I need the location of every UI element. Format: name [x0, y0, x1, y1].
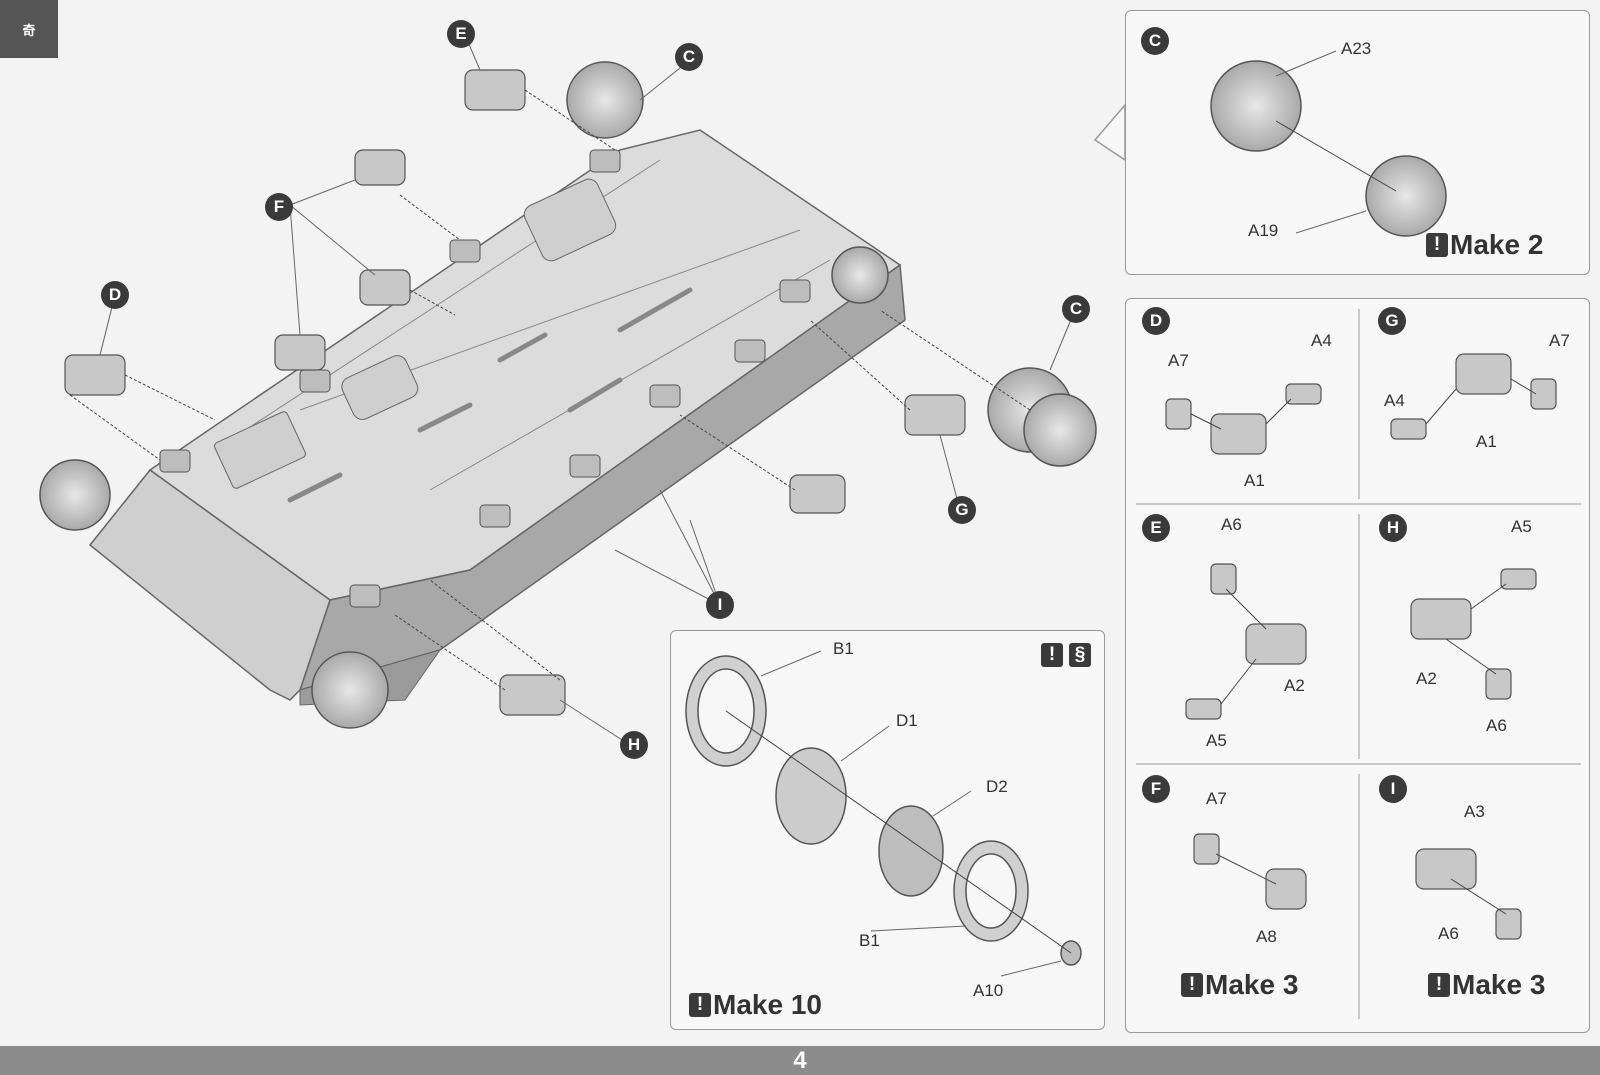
- wheel-part-b1-inner: B1: [859, 931, 880, 950]
- cell-f-part-a7: A7: [1206, 789, 1227, 808]
- cell-h-part-a2: A2: [1416, 669, 1437, 688]
- panel-road-wheel: B1 D1 D2 B1 A10 ! § ! Make 10: [670, 630, 1105, 1030]
- callout-f: F: [265, 193, 293, 221]
- panel-c: C A23 A19 ! Make 2: [1125, 10, 1590, 275]
- wheel-part-d2: D2: [986, 777, 1008, 796]
- callout-g: G: [948, 496, 976, 524]
- cell-e-part-a6: A6: [1221, 515, 1242, 534]
- panel-c-callout: C: [1141, 27, 1169, 55]
- exclamation-icon: !: [1428, 973, 1450, 997]
- sprocket-exploded: [987, 367, 1097, 467]
- cell-d-part-a7: A7: [1168, 351, 1189, 370]
- cell-i-callout: I: [1379, 775, 1407, 803]
- watermark-logo: 奇: [0, 0, 58, 58]
- exclamation-icon: !: [1426, 233, 1448, 257]
- callout-i: I: [706, 591, 734, 619]
- cell-g-callout: G: [1378, 307, 1406, 335]
- wheel-part-d1: D1: [896, 711, 918, 730]
- exclamation-icon: !: [1041, 643, 1063, 667]
- cell-f-callout: F: [1142, 775, 1170, 803]
- make-note-wheel: ! Make 10: [689, 989, 822, 1021]
- page-number: 4: [793, 1046, 807, 1074]
- panel-subassemblies: D A7 A4 A1 G A7 A4 A1 E A6 A2 A5 H A5 A2…: [1125, 298, 1590, 1033]
- cell-g-part-a4: A4: [1384, 391, 1405, 410]
- cell-i-part-a6: A6: [1438, 924, 1459, 943]
- wheel-part-b1-outer: B1: [833, 639, 854, 658]
- callout-e: E: [447, 20, 475, 48]
- cell-g-part-a1: A1: [1476, 432, 1497, 451]
- cell-d-part-a4: A4: [1311, 331, 1332, 350]
- cell-h-part-a6: A6: [1486, 716, 1507, 735]
- wheel-icons: ! §: [1041, 643, 1091, 667]
- cell-e-callout: E: [1142, 514, 1170, 542]
- cell-h-callout: H: [1379, 514, 1407, 542]
- footer-bar: 4: [0, 1046, 1600, 1075]
- part-label-a23: A23: [1341, 39, 1372, 58]
- callout-d: D: [101, 281, 129, 309]
- glue-icon: §: [1069, 643, 1091, 667]
- make-note-c: ! Make 2: [1426, 229, 1543, 261]
- part-label-a19: A19: [1248, 221, 1279, 240]
- cell-d-part-a1: A1: [1244, 471, 1265, 490]
- sprocket-front: [39, 61, 889, 729]
- callout-h: H: [620, 731, 648, 759]
- cell-e-part-a2: A2: [1284, 676, 1305, 695]
- wheel-part-a10: A10: [973, 981, 1004, 1000]
- callout-c-top: C: [675, 43, 703, 71]
- exclamation-icon: !: [689, 993, 711, 1017]
- road-wheel-drawing: [685, 650, 1082, 977]
- cell-d-callout: D: [1142, 307, 1170, 335]
- make-note-i: ! Make 3: [1428, 969, 1545, 1001]
- exclamation-icon: !: [1181, 973, 1203, 997]
- cell-g-part-a7: A7: [1549, 331, 1570, 350]
- cell-i-part-a3: A3: [1464, 802, 1485, 821]
- subassembly-drawings: [1136, 309, 1581, 1019]
- callout-c-right: C: [1062, 295, 1090, 323]
- make-note-f: ! Make 3: [1181, 969, 1298, 1001]
- cell-e-part-a5: A5: [1206, 731, 1227, 750]
- cell-h-part-a5: A5: [1511, 517, 1532, 536]
- cell-f-part-a8: A8: [1256, 927, 1277, 946]
- sprocket-assembly-drawing: [1210, 50, 1447, 237]
